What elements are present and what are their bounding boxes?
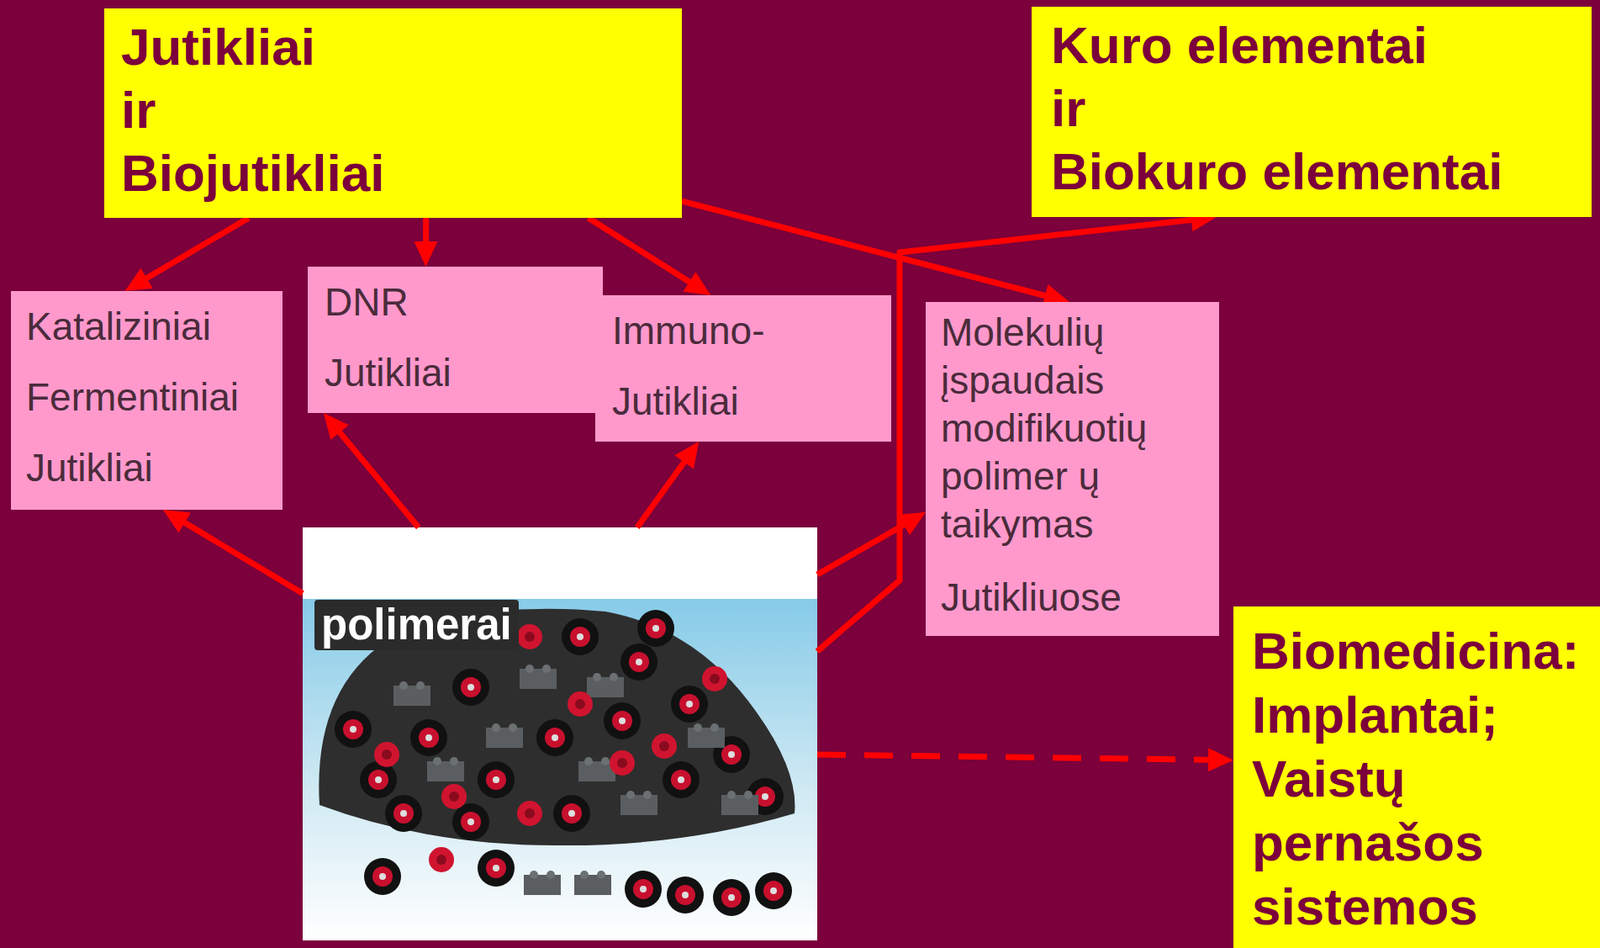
text-line: sistemos xyxy=(1251,874,1579,939)
arrow-head xyxy=(1208,747,1234,771)
text-line: ir xyxy=(121,78,385,142)
arrow-head xyxy=(682,271,711,296)
lego-photo xyxy=(302,527,818,940)
connector xyxy=(125,217,249,291)
connector-line xyxy=(681,200,1051,297)
connector xyxy=(681,200,1070,307)
text-line: Vaistų xyxy=(1251,746,1579,811)
text-line: Immuno- xyxy=(612,295,765,366)
connector-line xyxy=(817,522,909,575)
arrow-head xyxy=(323,412,349,440)
sensor-box: DNR Jutikliai xyxy=(307,266,603,413)
sensor-box: Molekulių įspaudais modifikuotių polimer… xyxy=(925,301,1220,636)
text-line: Biomedicina: xyxy=(1251,618,1579,683)
text-line: Biojutikliai xyxy=(121,141,385,205)
node-text: Kuro elementai ir Biokuro elementai xyxy=(1050,13,1503,203)
connector xyxy=(323,412,419,528)
connector-line xyxy=(817,754,1214,760)
node-text: Kataliziniai Fermentiniai Jutikliai xyxy=(26,290,239,503)
text-line: Jutikliai xyxy=(324,337,452,408)
arrow-head xyxy=(414,241,439,267)
sensor-box: Immuno- Jutikliai xyxy=(595,295,892,442)
topic-box: Kuro elementai ir Biokuro elementai xyxy=(1031,6,1592,217)
topic-box: Biomedicina: Implantai; Vaistų pernašos … xyxy=(1233,606,1600,948)
text-line: Kuro elementai xyxy=(1050,13,1503,77)
text-line: ir xyxy=(1050,76,1503,140)
node-text: Molekulių įspaudais modifikuotių polimer… xyxy=(940,308,1147,622)
arrow-head xyxy=(125,268,154,291)
text-line: įspaudais xyxy=(940,356,1147,405)
text-line: Jutikliai xyxy=(26,432,239,503)
arrow-head xyxy=(163,509,191,533)
text-line: pernašos xyxy=(1251,810,1579,875)
text-line: taikymas xyxy=(940,500,1147,549)
connector-line xyxy=(180,519,304,593)
text-line: Jutikliuose xyxy=(940,573,1147,622)
connector-line xyxy=(637,458,687,529)
image-box: polimerai xyxy=(302,527,818,940)
connector-line xyxy=(142,217,249,281)
arrow-head xyxy=(674,441,699,470)
connector xyxy=(163,509,303,594)
text-line: Biokuro elementai xyxy=(1050,139,1503,203)
connector xyxy=(817,512,926,575)
text-line: Kataliziniai xyxy=(26,290,239,362)
node-text: Jutikliai ir Biojutikliai xyxy=(121,15,385,205)
node-text: DNR Jutikliai xyxy=(324,266,452,408)
text-line: modifikuotių xyxy=(940,404,1147,453)
connector xyxy=(588,217,712,296)
text-line: Molekulių xyxy=(940,308,1147,357)
white-band xyxy=(302,527,818,599)
lego-pieces xyxy=(334,609,793,916)
text-line: DNR xyxy=(324,266,452,338)
text-line: Jutikliai xyxy=(121,15,385,79)
text-line: polimer ų xyxy=(940,452,1147,501)
sensor-box: Kataliziniai Fermentiniai Jutikliai xyxy=(10,290,283,510)
node-text: Biomedicina: Implantai; Vaistų pernašos … xyxy=(1251,618,1579,939)
topic-box: Jutikliai ir Biojutikliai xyxy=(104,8,682,218)
connector xyxy=(414,217,439,267)
text-line: Jutikliai xyxy=(612,365,765,437)
text-line: Fermentiniai xyxy=(26,361,239,433)
node-text: Immuno- Jutikliai xyxy=(612,295,765,437)
connector-line xyxy=(336,428,418,529)
text-line: Implantai; xyxy=(1251,682,1579,747)
photo-ground xyxy=(302,598,818,940)
connector-line xyxy=(588,217,694,285)
connector xyxy=(637,441,699,528)
connector xyxy=(817,747,1234,771)
node-text: polimerai xyxy=(314,599,519,650)
